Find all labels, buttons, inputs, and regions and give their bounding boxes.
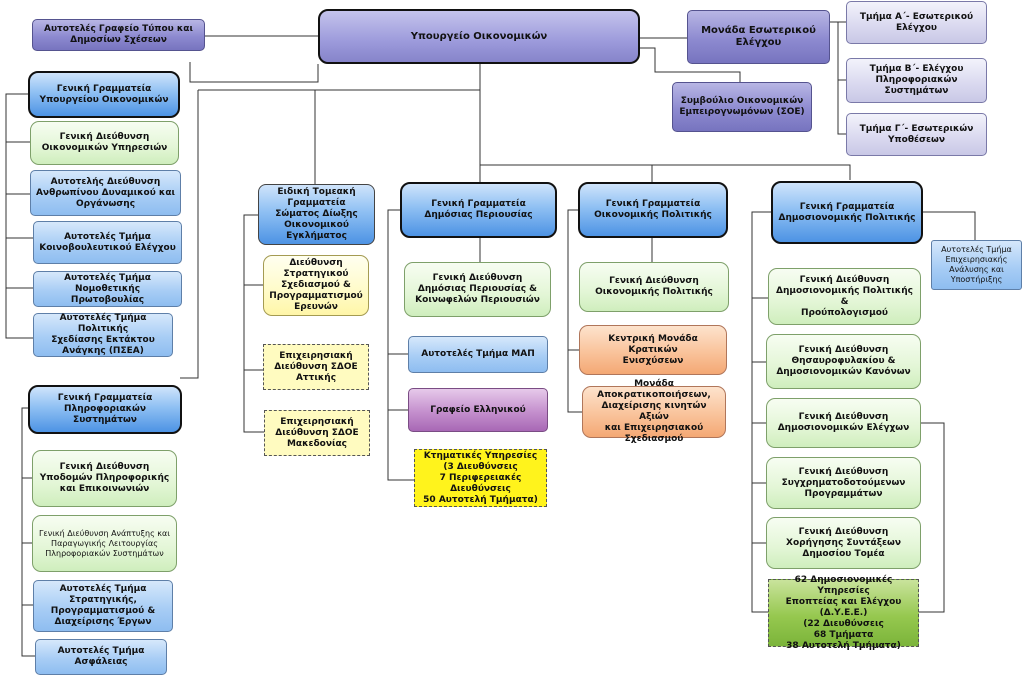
node-audit-tmima-a: Τμήμα Α΄- Εσωτερικού Ελέγχου [846,1,987,44]
node-gd-is-development: Γενική Διεύθυνση Ανάπτυξης και Παραγωγικ… [32,515,177,572]
node-council-experts: Συμβούλιο Οικονομικών Εμπειρογνωμόνων (Σ… [672,82,812,132]
node-gs-public-property: Γενική Γραμματεία Δημόσιας Περιουσίας [400,182,557,238]
node-gd-treasury: Γενική Διεύθυνση Θησαυροφυλακίου & Δημοσ… [766,334,921,389]
node-gs-economic-policy: Γενική Γραμματεία Οικονομικής Πολιτικής [578,182,728,238]
node-gd-financial-services: Γενική Διεύθυνση Οικονομικών Υπηρεσιών [30,121,179,165]
node-gs-ministry: Γενική Γραμματεία Υπουργείου Οικονομικών [28,71,180,118]
node-at-parliamentary: Αυτοτελές Τμήμα Κοινοβουλευτικού Ελέγχου [33,221,182,264]
node-audit-tmima-c: Τμήμα Γ΄- Εσωτερικών Υποθέσεων [846,113,987,156]
node-gd-pensions: Γενική Διεύθυνση Χορήγησης Συντάξεων Δημ… [766,517,921,569]
node-od-sdoe-macedonia: Επιχειρησιακή Διεύθυνση ΣΔΟΕ Μακεδονίας [264,410,370,456]
node-cadastral-services: Κτηματικές Υπηρεσίες (3 Διευθύνσεις 7 Πε… [414,449,547,507]
node-at-security: Αυτοτελές Τμήμα Ασφάλειας [35,639,167,675]
node-press-office: Αυτοτελές Γραφείο Τύπου και Δημοσίων Σχέ… [32,19,205,51]
node-at-strategic-planning: Αυτοτελές Τμήμα Στρατηγικής, Προγραμματι… [33,580,173,632]
node-office-elliniko: Γραφείο Ελληνικού [408,388,548,432]
node-gd-fiscal-audits: Γενική Διεύθυνση Δημοσιονομικών Ελέγχων [766,398,921,448]
node-internal-audit: Μονάδα Εσωτερικού Ελέγχου [687,10,830,64]
node-at-business-analysis: Αυτοτελές Τμήμα Επιχειρησιακής Ανάλυσης … [931,240,1022,290]
node-dyee: 62 Δημοσιονομικές Υπηρεσίες Εποπτείας κα… [768,575,919,651]
node-audit-tmima-b: Τμήμα Β΄- Ελέγχου Πληροφοριακών Συστημάτ… [846,58,987,103]
node-ministry: Υπουργείο Οικονομικών [318,9,640,64]
node-gd-fiscal-policy-budget: Γενική Διεύθυνση Δημοσιονομικής Πολιτική… [768,268,921,325]
node-at-map: Αυτοτελές Τμήμα ΜΑΠ [408,336,548,373]
node-gs-information-systems: Γενική Γραμματεία Πληροφοριακών Συστημάτ… [28,385,182,434]
node-gd-public-property: Γενική Διεύθυνση Δημόσιας Περιουσίας & Κ… [404,262,551,317]
node-gd-economic-policy: Γενική Διεύθυνση Οικονομικής Πολιτικής [579,262,729,312]
node-at-civil-protection: Αυτοτελές Τμήμα Πολιτικής Σχεδίασης Εκτά… [33,313,173,357]
node-od-sdoe-attica: Επιχειρησιακή Διεύθυνση ΣΔΟΕ Αττικής [263,344,369,390]
node-at-legislative: Αυτοτελές Τμήμα Νομοθετικής Πρωτοβουλίας [33,271,182,307]
node-ad-human-resources: Αυτοτελής Διεύθυνση Ανθρωπίνου Δυναμικού… [30,170,181,216]
node-privatization-unit: Μονάδα Αποκρατικοποιήσεων, Διαχείρισης κ… [582,379,726,444]
node-d-sdoe-strategy: Διεύθυνση Στρατηγικού Σχεδιασμού & Προγρ… [263,255,369,316]
node-central-state-aid: Κεντρική Μονάδα Κρατικών Ενισχύσεων [579,325,727,375]
node-gs-fiscal-policy: Γενική Γραμματεία Δημοσιονομικής Πολιτικ… [771,181,923,244]
node-gd-cofinanced: Γενική Διεύθυνση Συγχρηματοδοτούμενων Πρ… [766,457,921,509]
node-ss-sdoe: Ειδική Τομεακή Γραμματεία Σώματος Δίωξης… [258,184,375,245]
node-gd-it-infrastructure: Γενική Διεύθυνση Υποδομών Πληροφορικής κ… [32,450,177,507]
